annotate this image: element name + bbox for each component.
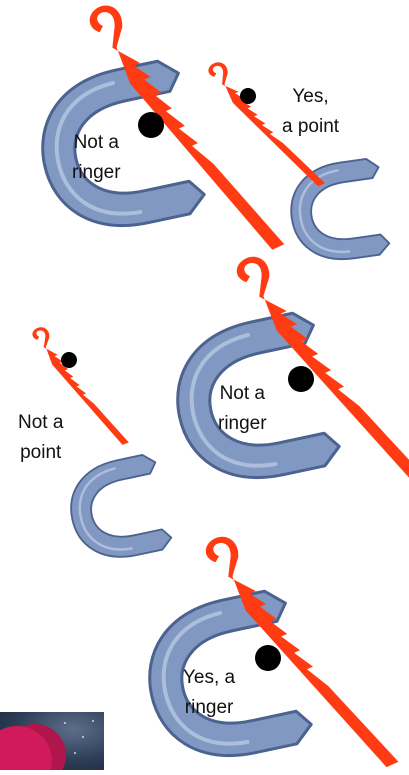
label-line: Not a <box>73 132 119 153</box>
label-line: ringer <box>218 413 267 434</box>
dot-marker-icon-2 <box>240 88 256 104</box>
horseshoe-icon-3 <box>61 451 175 568</box>
dot-marker-icon-5 <box>255 645 281 671</box>
horseshoe-icon-2 <box>283 156 392 268</box>
label-line: Not a <box>18 412 64 433</box>
label-line: Not a <box>219 383 265 404</box>
dot-marker-icon-4 <box>288 366 314 392</box>
label-line: Yes, a <box>183 667 236 688</box>
photo-speck <box>64 722 66 724</box>
photo-speck <box>74 752 76 754</box>
label-line: point <box>20 442 62 463</box>
label-top-right: Yes, a point <box>282 82 339 142</box>
label-middle-right: Not a ringer <box>218 379 267 439</box>
photo-thumbnail <box>0 712 104 770</box>
label-top-left: Not a ringer <box>72 128 121 188</box>
dot-marker-icon-3 <box>61 352 77 368</box>
label-line: a point <box>282 116 340 137</box>
label-line: ringer <box>184 697 234 718</box>
label-bottom: Yes, a ringer <box>183 663 235 723</box>
photo-subject <box>0 726 52 770</box>
label-line: Yes, <box>292 86 329 107</box>
dot-marker-icon-1 <box>138 112 164 138</box>
label-line: ringer <box>72 162 121 183</box>
photo-speck <box>82 736 84 738</box>
photo-speck <box>92 720 94 722</box>
label-middle-left: Not a point <box>18 408 63 468</box>
